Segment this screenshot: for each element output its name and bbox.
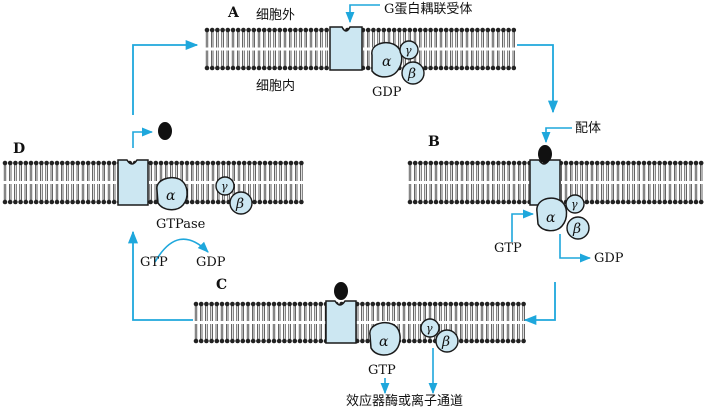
alpha-label-d: α xyxy=(166,188,176,204)
panel-d-letter: D xyxy=(13,141,25,157)
gamma-label-b: γ xyxy=(571,198,578,211)
alpha-subunit-a xyxy=(371,41,403,78)
receptor-b xyxy=(529,159,561,206)
panel-a-letter: A xyxy=(227,5,240,21)
gamma-subunit-a xyxy=(399,40,419,60)
membrane-d xyxy=(2,160,304,205)
cycle-arrow-c-to-d xyxy=(127,230,193,321)
gtpase-label: GTPase xyxy=(156,217,206,232)
cycle-arrows xyxy=(127,39,559,326)
beta-subunit-a xyxy=(401,61,425,85)
panel-b-letter: B xyxy=(428,134,440,150)
ligand-pointer-arrow xyxy=(541,127,572,144)
alpha-subunit-b xyxy=(536,197,568,232)
cycle-arrow-a-to-b xyxy=(517,44,559,114)
gtp-label-d: GTP xyxy=(140,255,168,270)
released-ligand-d xyxy=(158,122,172,140)
alpha-subunit-d xyxy=(156,176,188,211)
ligand-b xyxy=(538,145,552,163)
receptor-c xyxy=(325,300,357,344)
gtp-label-c: GTP xyxy=(368,363,396,378)
gamma-subunit-d xyxy=(215,176,235,196)
gamma-label-a: γ xyxy=(405,44,412,57)
gamma-subunit-c xyxy=(420,318,440,338)
gtp-in-arrow-b xyxy=(511,209,535,242)
receptor-d xyxy=(117,159,149,206)
ligand-release-arrow xyxy=(132,127,154,148)
beta-subunit-c xyxy=(435,329,459,353)
panel-c-letter: C xyxy=(216,277,227,293)
panel-c: C α γ β GTP 效应器酶或离子通道 xyxy=(216,277,463,409)
gdp-out-arrow-b xyxy=(559,234,592,263)
beta-label-b: β xyxy=(572,221,581,237)
receptor-a xyxy=(329,26,363,71)
panel-b: B 配体 α γ β GTP GDP xyxy=(428,121,624,266)
gamma-subunit-b xyxy=(565,194,585,214)
panel-d: D α γ β GTPase GTP GDP xyxy=(13,122,253,270)
beta-subunit-d xyxy=(229,191,253,215)
gamma-label-c: γ xyxy=(426,322,433,335)
intracellular-label: 细胞内 xyxy=(256,78,295,94)
gamma-label-d: γ xyxy=(221,180,228,193)
membrane-c xyxy=(193,301,526,344)
membranes xyxy=(2,27,704,344)
gpcr-pointer-arrow xyxy=(345,4,380,24)
gdp-label-a: GDP xyxy=(372,85,402,100)
gtp-label-b: GTP xyxy=(494,241,522,256)
beta-label-d: β xyxy=(235,196,244,212)
effector-label: 效应器酶或离子通道 xyxy=(346,393,463,409)
alpha-label-b: α xyxy=(546,210,556,226)
ligand-c xyxy=(334,282,348,300)
alpha-label-c: α xyxy=(379,334,389,350)
alpha-label-a: α xyxy=(382,54,392,70)
beta-label-c: β xyxy=(441,334,450,350)
extracellular-label: 细胞外 xyxy=(256,8,295,23)
cycle-arrow-d-to-a xyxy=(132,39,199,115)
gpcr-label: G蛋白耦联受体 xyxy=(384,1,472,17)
gdp-label-d: GDP xyxy=(196,255,226,270)
alpha-subunit-c xyxy=(369,321,401,356)
gdp-label-b: GDP xyxy=(594,251,624,266)
beta-label-a: β xyxy=(407,66,416,82)
cycle-arrow-b-to-c xyxy=(523,282,556,326)
gtp-hydrolysis-arrow xyxy=(154,238,209,263)
beta-subunit-b xyxy=(566,216,590,240)
panel-a: A 细胞外 细胞内 G蛋白耦联受体 α γ β GDP xyxy=(227,1,472,100)
ligand-label: 配体 xyxy=(575,121,601,136)
